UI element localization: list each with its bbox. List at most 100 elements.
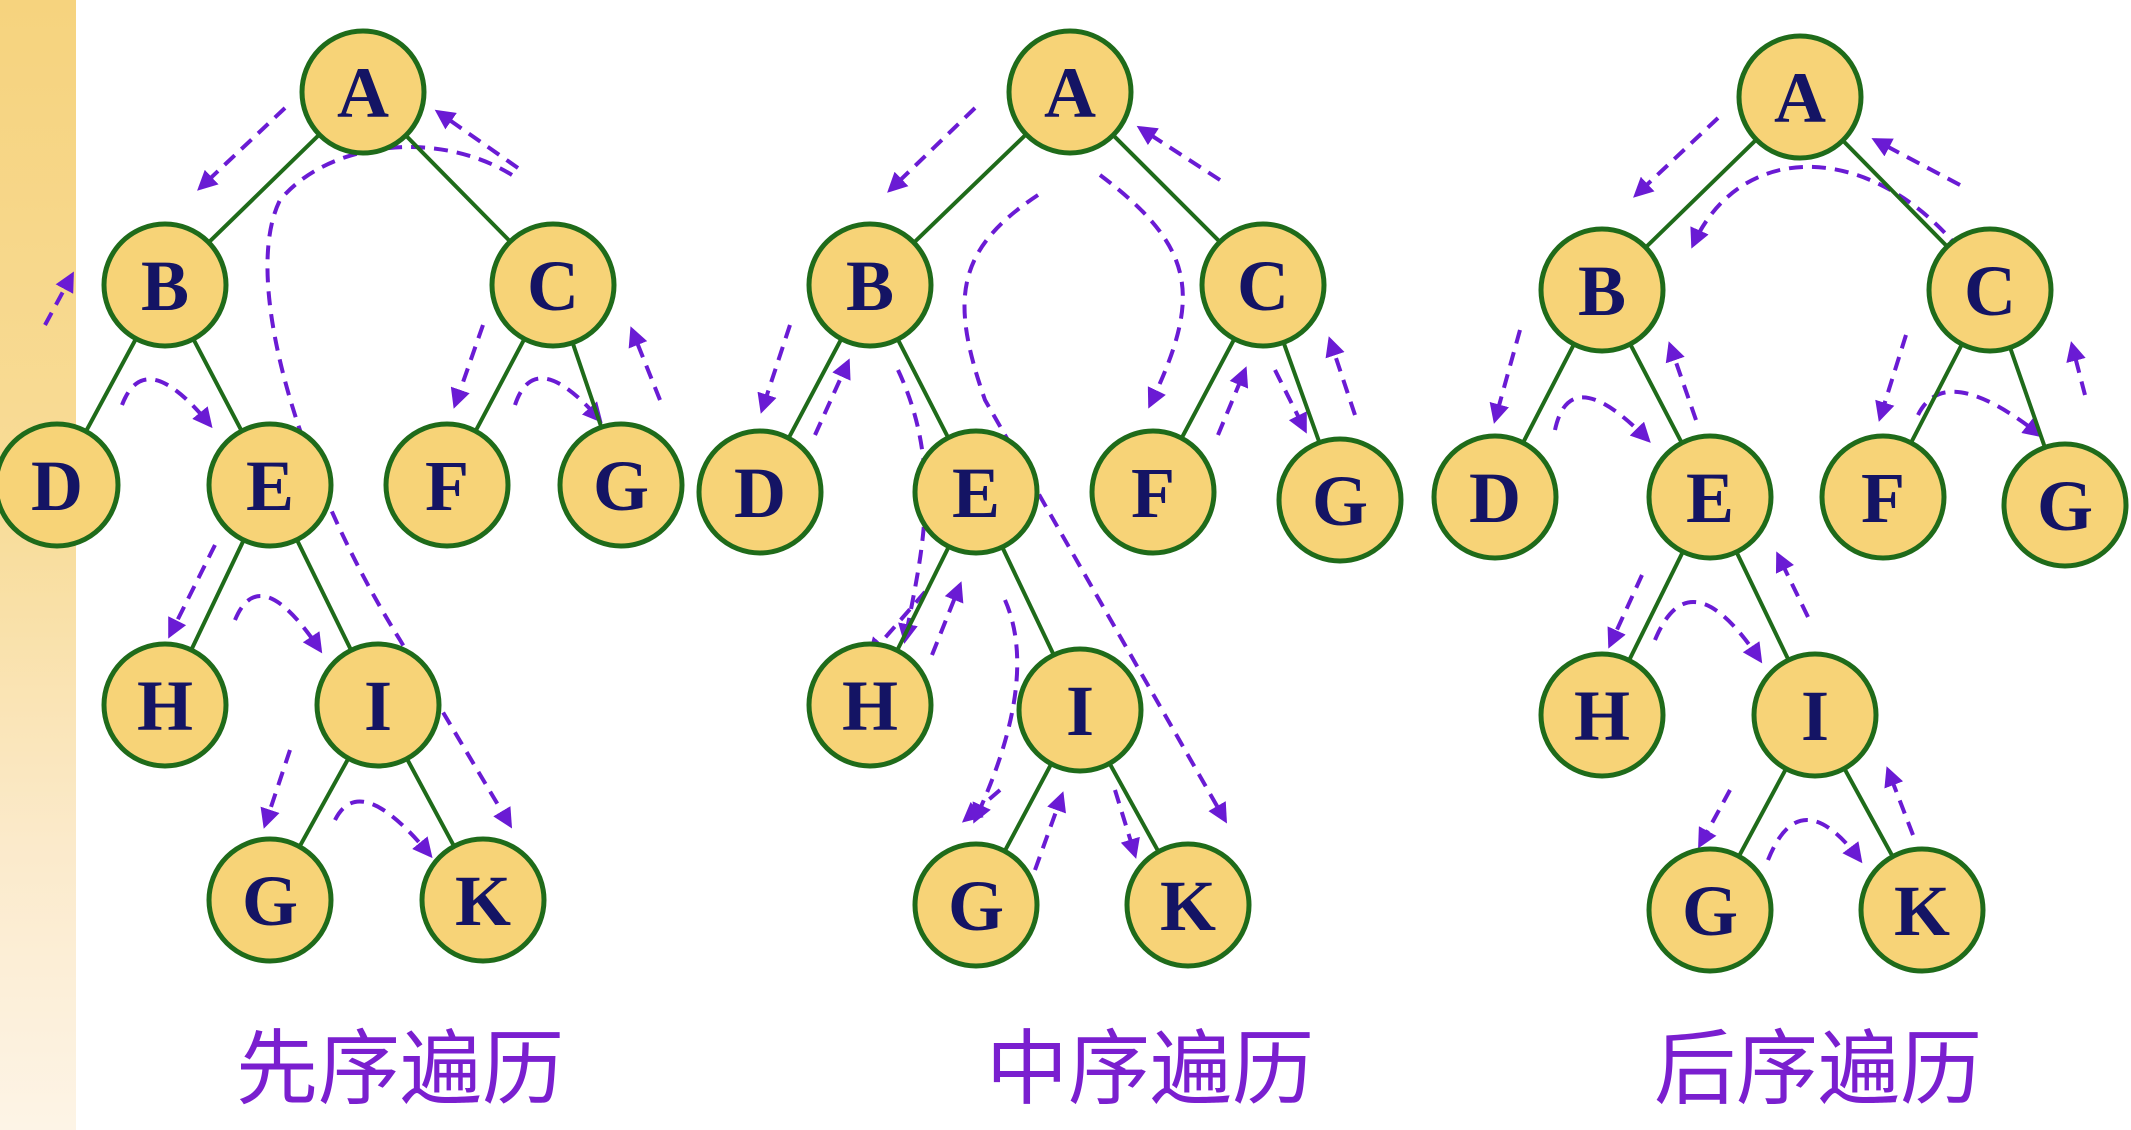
tree-node: K — [1124, 841, 1252, 969]
tree-node: E — [912, 428, 1040, 556]
traversal-arrow — [1875, 334, 1908, 422]
node-label: H — [137, 666, 193, 746]
caption-postorder: 后序遍历 — [1653, 1022, 1982, 1117]
traversal-arrow — [887, 106, 977, 193]
tree-node: G — [1276, 436, 1404, 564]
tree-node: A — [1006, 28, 1134, 156]
caption-inorder: 中序遍历 — [985, 1022, 1314, 1117]
tree-node: F — [383, 421, 511, 549]
tree-node: H — [101, 641, 229, 769]
caption-preorder: 先序遍历 — [235, 1022, 564, 1117]
node-circle — [912, 428, 1040, 556]
node-circle — [1538, 226, 1666, 354]
tree-node: G — [1646, 846, 1774, 974]
node-label: C — [1237, 246, 1289, 326]
node-circle — [1006, 28, 1134, 156]
tree-node: C — [1926, 226, 2054, 354]
tree-node: H — [806, 641, 934, 769]
traversal-arrow — [1871, 138, 1961, 187]
traversal-arrow — [1916, 389, 2044, 438]
tree-node: F — [1819, 433, 1947, 561]
node-circle — [1016, 646, 1144, 774]
traversal-arrow — [1216, 366, 1249, 436]
traversal-arrow — [450, 324, 485, 409]
traversal-arrow — [1690, 164, 1962, 252]
traversal-arrow — [961, 788, 1002, 823]
node-circle — [912, 841, 1040, 969]
node-label: G — [242, 861, 298, 941]
node-circle — [1276, 436, 1404, 564]
tree-node: A — [299, 28, 427, 156]
node-circle — [1819, 433, 1947, 561]
traversal-arrow — [513, 376, 603, 424]
node-label: B — [1578, 251, 1626, 331]
tree-node: E — [206, 421, 334, 549]
traversal-arrow — [1665, 341, 1698, 421]
tree-node: A — [1736, 33, 1864, 161]
node-circle — [206, 836, 334, 964]
node-circle — [1089, 428, 1217, 556]
tree-node: K — [419, 836, 547, 964]
node-circle — [383, 421, 511, 549]
node-label: A — [1044, 53, 1096, 133]
traversal-arrow — [628, 326, 662, 401]
node-label: G — [2037, 466, 2093, 546]
node-label: G — [948, 866, 1004, 946]
node-circle — [557, 421, 685, 549]
tree-node: B — [101, 221, 229, 349]
node-circle — [1538, 651, 1666, 779]
node-label: C — [1964, 251, 2016, 331]
node-circle — [1736, 33, 1864, 161]
node-circle — [696, 428, 824, 556]
traversal-arrow — [1136, 125, 1222, 182]
traversal-arrow — [1633, 116, 1720, 198]
node-circle — [1926, 226, 2054, 354]
traversal-arrow — [1766, 818, 1863, 864]
tree-node: G — [206, 836, 334, 964]
node-circle — [1646, 846, 1774, 974]
traversal-arrow — [972, 599, 1020, 824]
traversal-arrow — [1325, 336, 1357, 416]
tree-node: E — [1646, 433, 1774, 561]
node-circle — [314, 641, 442, 769]
traversal-arrow — [43, 271, 74, 326]
tree-node: K — [1858, 846, 1986, 974]
tree-node: G — [2001, 441, 2129, 569]
traversal-arrow — [1775, 551, 1810, 618]
traversal-arrow — [1273, 369, 1307, 434]
node-label: E — [246, 446, 294, 526]
traversal-arrow — [197, 106, 287, 191]
traversal-arrows — [43, 106, 2087, 871]
node-label: D — [734, 453, 786, 533]
node-label: I — [1066, 671, 1094, 751]
node-label: G — [1682, 871, 1738, 951]
left-decorative-bar — [0, 0, 76, 1130]
node-label: G — [593, 446, 649, 526]
tree-node: I — [1016, 646, 1144, 774]
tree-node: D — [0, 421, 121, 549]
tree-node: C — [1199, 221, 1327, 349]
tree-node: G — [557, 421, 685, 549]
traversal-arrow — [1033, 791, 1066, 871]
node-circle — [101, 641, 229, 769]
node-circle — [206, 421, 334, 549]
node-circle — [806, 221, 934, 349]
node-label: F — [1861, 458, 1905, 538]
node-label: H — [1574, 676, 1630, 756]
tree-node: I — [314, 641, 442, 769]
tree-node: D — [696, 428, 824, 556]
tree-node: D — [1431, 433, 1559, 561]
traversal-arrow — [1698, 789, 1732, 849]
node-label: I — [1801, 676, 1829, 756]
node-circle — [419, 836, 547, 964]
node-circle — [1858, 846, 1986, 974]
node-label: I — [364, 666, 392, 746]
node-circle — [1124, 841, 1252, 969]
traversal-arrow — [260, 749, 292, 829]
node-label: A — [337, 53, 389, 133]
traversal-arrow — [757, 324, 792, 414]
traversal-arrow — [1607, 574, 1644, 649]
traversal-arrow — [333, 799, 433, 859]
traversal-arrow — [1653, 600, 1763, 664]
